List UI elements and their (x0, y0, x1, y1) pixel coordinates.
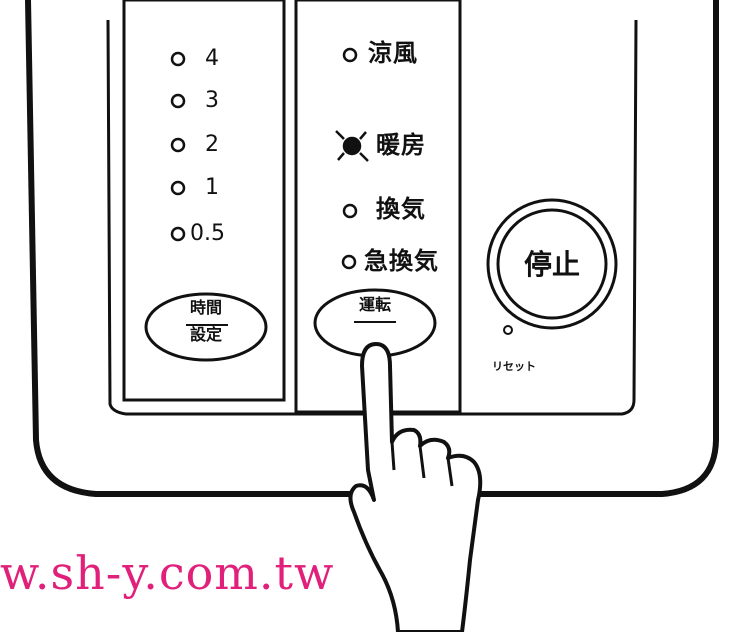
timer-level-4: 4 (205, 46, 219, 71)
timer-set-button-shape (144, 292, 268, 362)
mode-label-2: 暖房 (376, 131, 426, 159)
mode-label-4: 急換気 (364, 247, 439, 275)
led-timer-05 (170, 226, 186, 242)
timer-panel-frame (122, 0, 286, 402)
led-timer-3 (170, 93, 186, 109)
mode-leds (335, 47, 369, 270)
reset-label: リセット (492, 360, 536, 373)
mode-label-3: 換気 (376, 195, 426, 223)
mode-switch-button[interactable]: 運転 切替 (345, 293, 405, 355)
hand-pointer-icon (348, 342, 483, 632)
reset-pinhole (503, 325, 513, 335)
watermark-text: w.sh-y.com.tw (0, 546, 335, 600)
led-mode-1 (342, 47, 358, 63)
timer-set-button-top: 時間 (189, 298, 222, 317)
led-mode-2 (342, 136, 362, 156)
timer-leds (170, 51, 186, 242)
timer-set-button[interactable]: 時間 設定 (176, 296, 236, 358)
led-timer-1 (170, 180, 186, 196)
timer-level-2: 2 (205, 132, 219, 157)
led-timer-2 (170, 137, 186, 153)
led-mode-4 (341, 254, 357, 270)
timer-set-button-bottom: 設定 (189, 325, 222, 344)
timer-level-1: 1 (205, 175, 219, 200)
led-timer-4 (170, 51, 186, 67)
mode-switch-button-top: 運転 (358, 295, 391, 314)
stop-button[interactable]: 停止 (523, 248, 580, 281)
led-mode-3 (342, 203, 358, 219)
mode-label-1: 涼風 (368, 39, 418, 67)
stop-button-inner (496, 208, 608, 320)
timer-level-3: 3 (205, 88, 219, 113)
timer-level-05: 0.5 (190, 221, 225, 246)
